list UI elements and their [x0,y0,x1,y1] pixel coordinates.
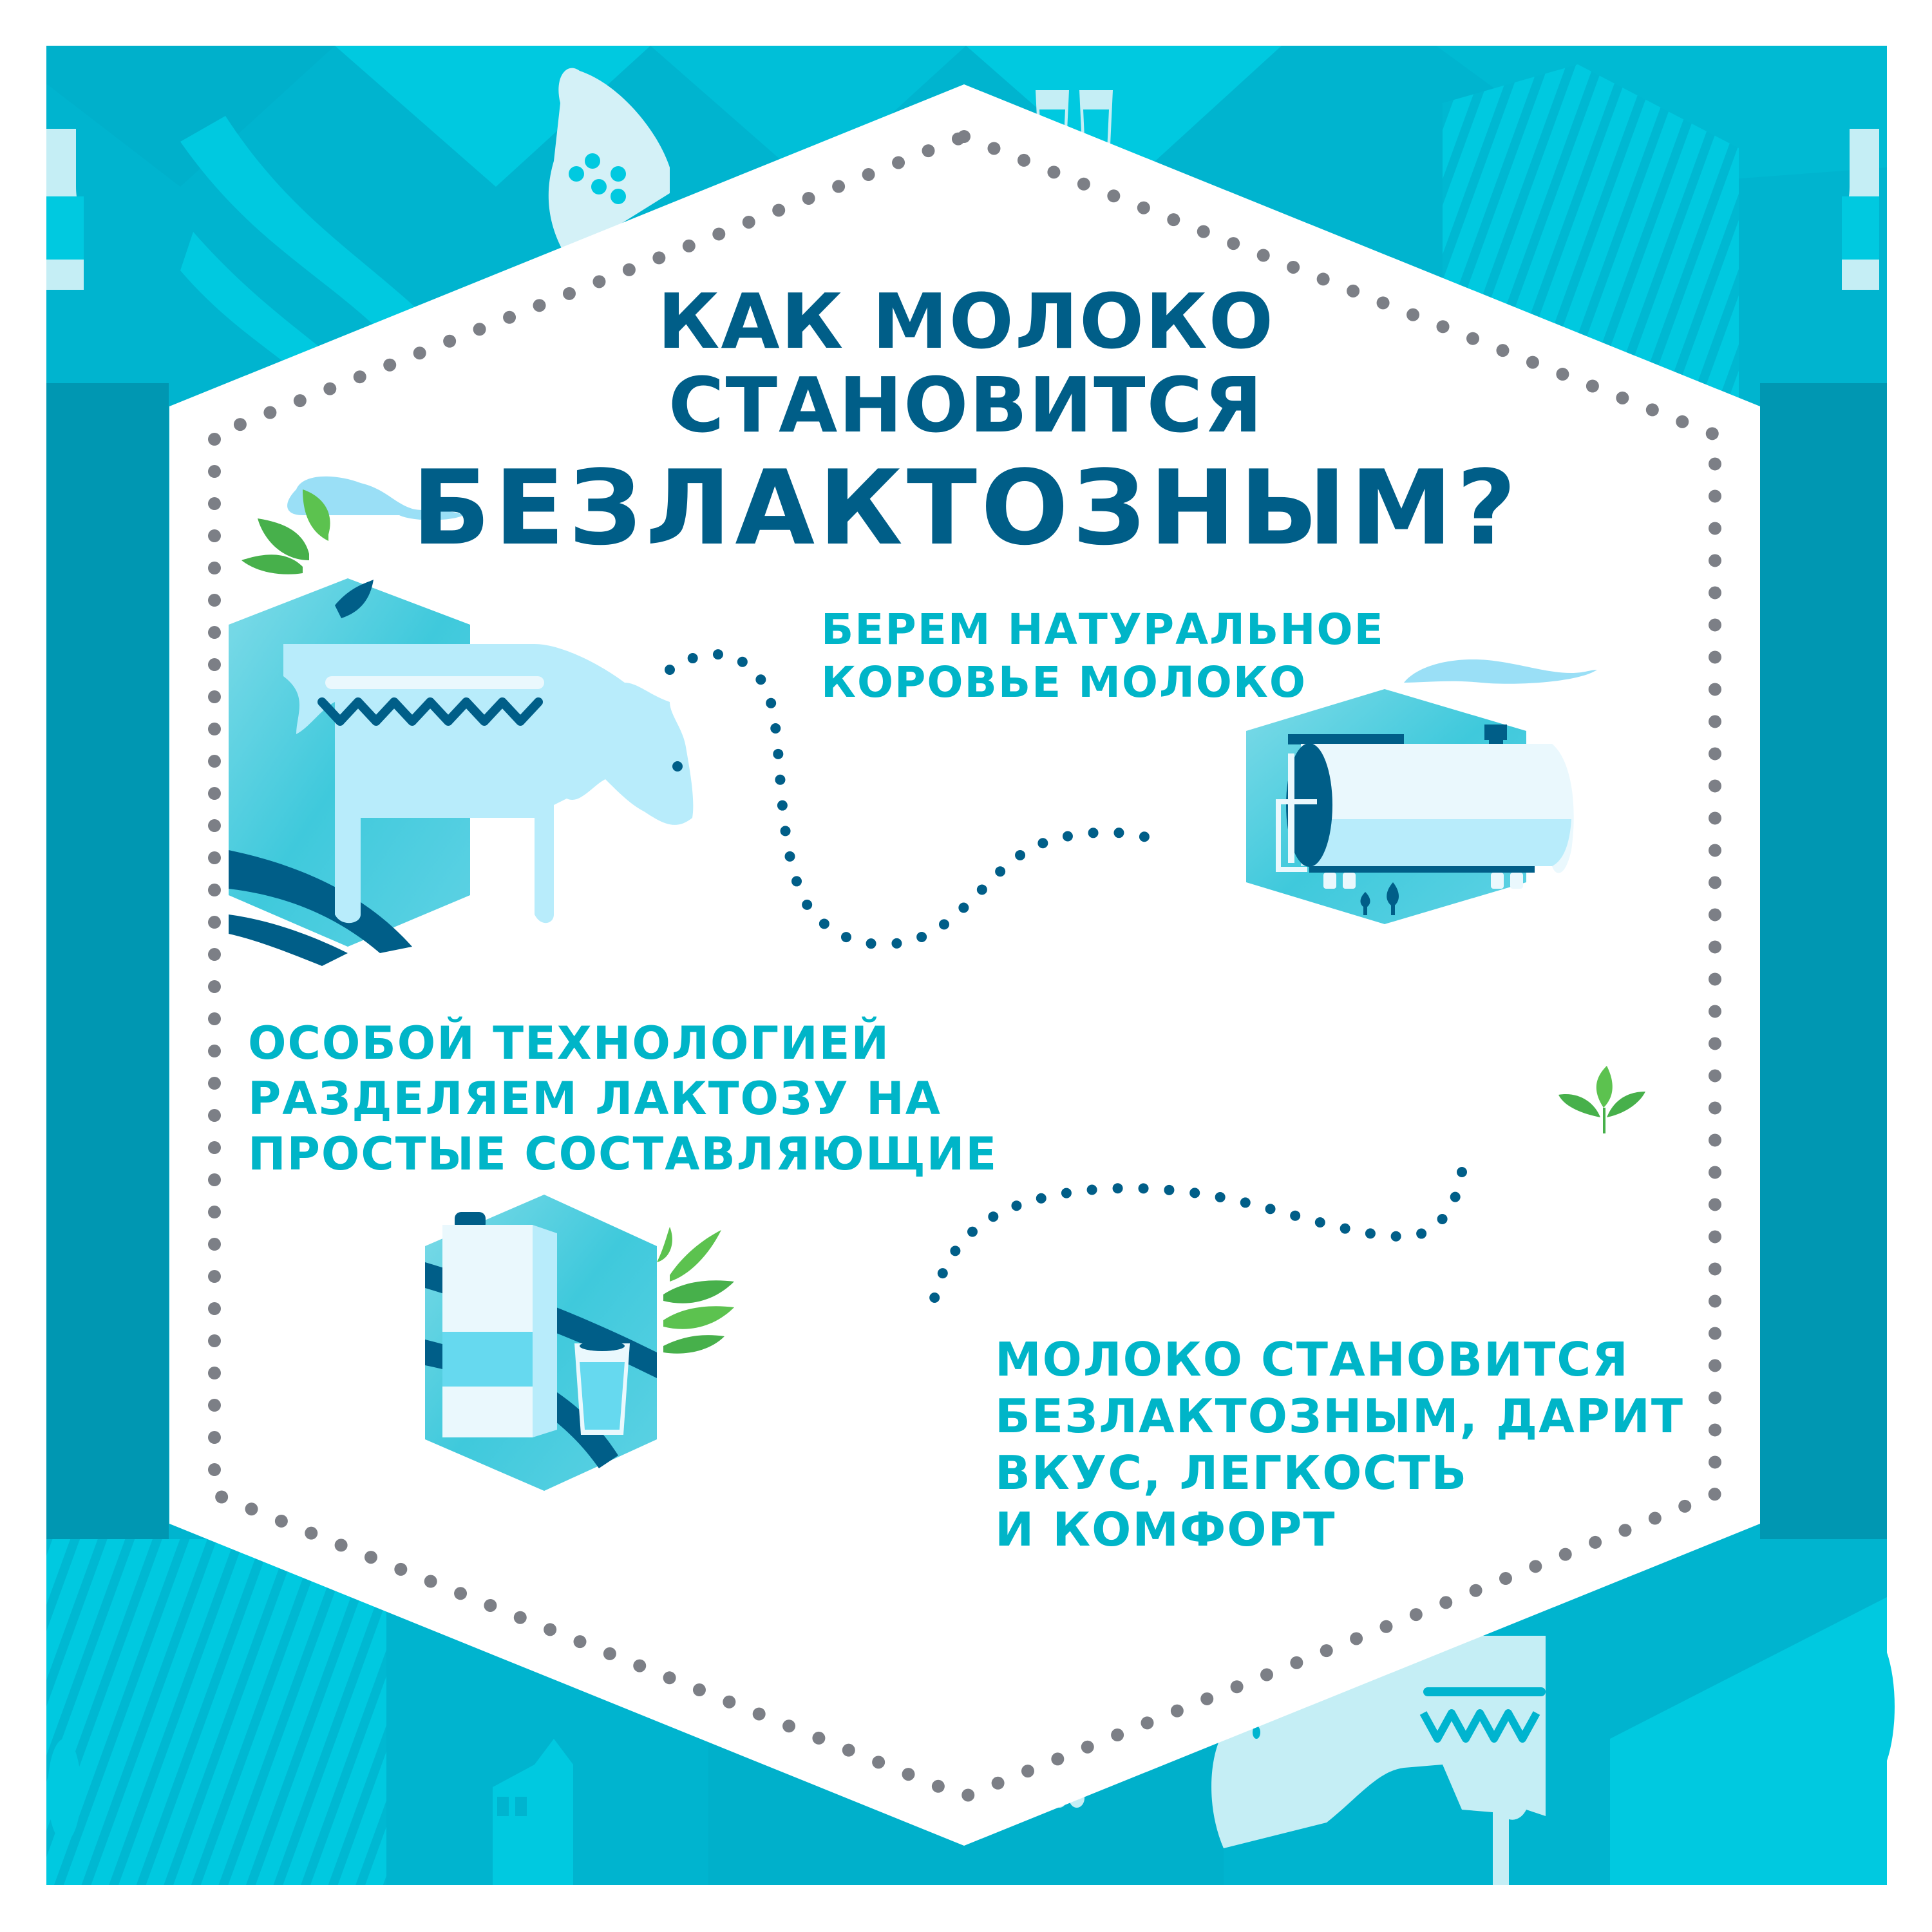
step-3-line: МОЛОКО СТАНОВИТСЯ [995,1332,1629,1387]
dotted-path [665,649,1151,950]
step-3-line: ВКУС, ЛЕГКОСТЬ [995,1446,1468,1500]
cow-illustration [229,476,694,966]
house-icon [493,1739,573,1885]
dotted-hexagon-border [208,129,1721,1804]
step-3-line: БЕЗЛАКТОЗНЫМ, ДАРИТ [995,1389,1684,1443]
step-2-text: ОСОБОЙ ТЕХНОЛОГИЕЙ РАЗДЕЛЯЕМ ЛАКТОЗУ НА … [248,1021,998,1187]
leaf-icon [1558,1066,1645,1133]
step-2-line: ОСОБОЙ ТЕХНОЛОГИЕЙ [248,1017,891,1070]
step-1-text: БЕРЕМ НАТУРАЛЬНОЕ КОРОВЬЕ МОЛОКО [821,609,1385,714]
step-2-line: РАЗДЕЛЯЕМ ЛАКТОЗУ НА [248,1072,942,1125]
step-3-text: МОЛОКО СТАНОВИТСЯ БЕЗЛАКТОЗНЫМ, ДАРИТ ВК… [995,1336,1684,1563]
milk-bottle-icon [1842,129,1879,290]
milk-carton-illustration [425,1195,657,1491]
step-2-line: ПРОСТЫЕ СОСТАВЛЯЮЩИЕ [248,1128,998,1180]
tree-icon [48,1739,81,1842]
step-1-line: БЕРЕМ НАТУРАЛЬНОЕ [821,605,1385,654]
milk-tank-illustration [1246,659,1597,924]
milk-bottle-icon [46,129,84,290]
step-1-line: КОРОВЬЕ МОЛОКО [821,658,1307,707]
dotted-path [929,1167,1467,1306]
tree-icon [1841,1629,1895,1784]
title-line-2: СТАНОВИТСЯ [668,361,1264,450]
leaf-icon [657,1227,734,1354]
title-line-3: БЕЗЛАКТОЗНЫМ? [412,448,1520,568]
title-line-1: КАК МОЛОКО [657,277,1275,366]
step-3-line: И КОМФОРТ [995,1502,1336,1557]
jug-icon [548,68,670,258]
